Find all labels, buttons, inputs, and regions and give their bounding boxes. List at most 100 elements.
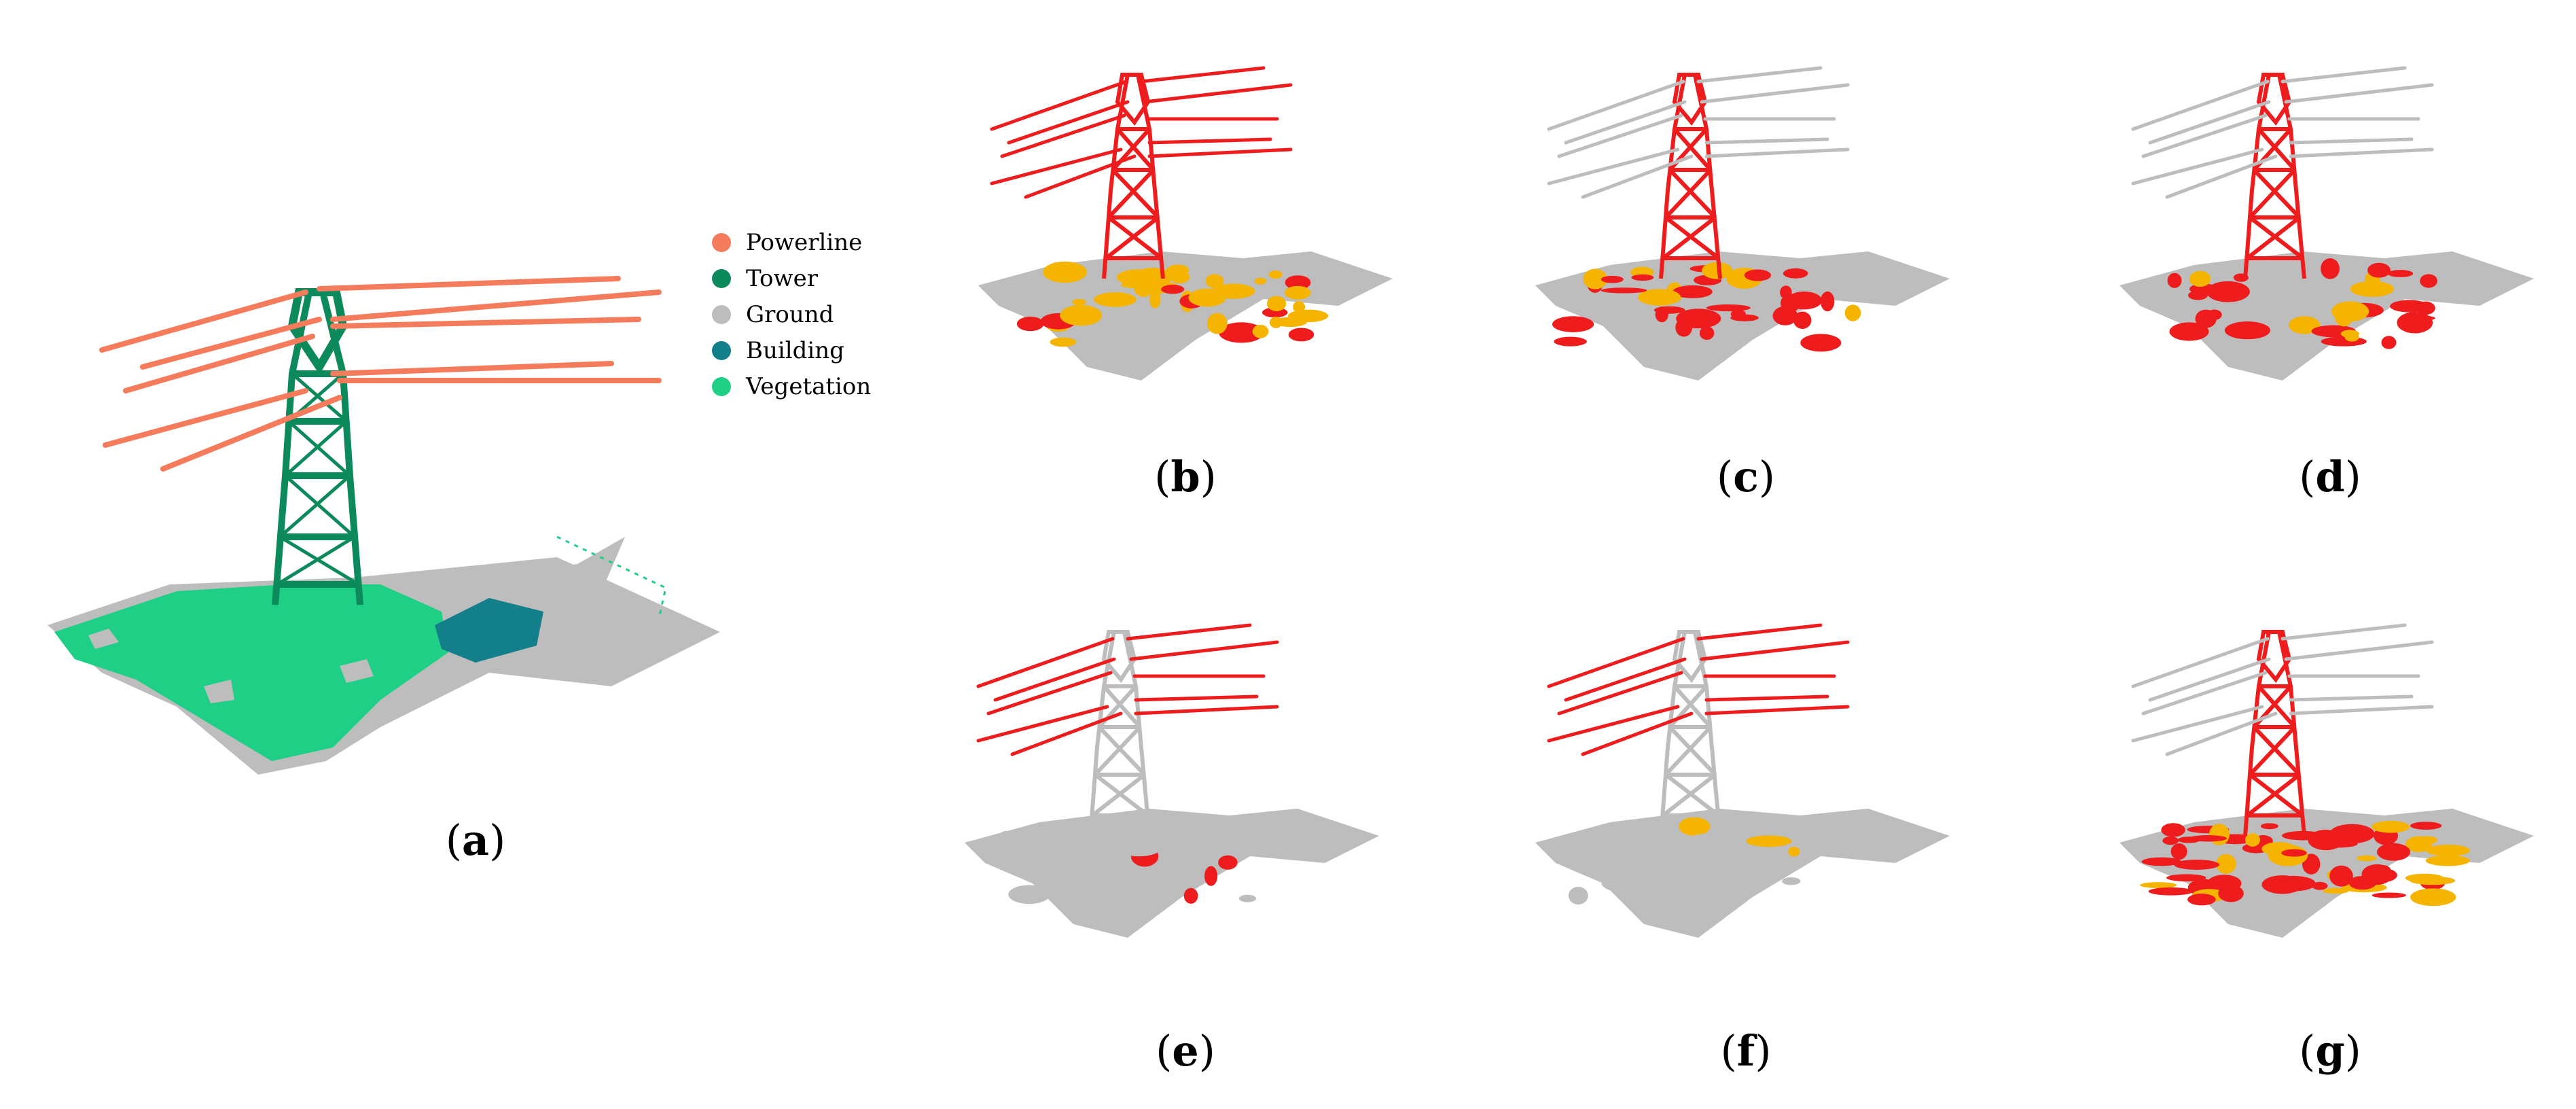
powerline-wire — [2289, 147, 2434, 158]
error-blob — [2148, 887, 2194, 896]
panel-a-pointcloud — [48, 276, 720, 775]
error-blob — [2224, 321, 2271, 340]
error-blob — [2350, 281, 2395, 297]
ground-region — [965, 809, 1379, 938]
error-blob — [2329, 865, 2353, 887]
error-blob — [2174, 860, 2219, 870]
error-blob — [2141, 857, 2182, 866]
caption-d: (d) — [2299, 452, 2361, 501]
error-blob — [1786, 291, 1823, 310]
error-blob — [2170, 843, 2187, 860]
error-blob — [1744, 269, 1772, 281]
powerline-wire — [1547, 80, 1685, 131]
error-blob — [1219, 322, 1264, 343]
powerline-wire — [1704, 137, 1829, 145]
legend-label: Vegetation — [746, 372, 872, 400]
vegetation-swatch-icon — [712, 376, 731, 396]
error-blob — [2410, 888, 2456, 906]
error-blob — [1269, 316, 1283, 328]
legend-item-powerline: Powerline — [712, 224, 871, 260]
powerline-wire — [1147, 137, 1272, 145]
error-blob — [2371, 820, 2410, 833]
vegetation-region — [54, 584, 448, 761]
error-blob — [1266, 296, 1287, 312]
tower-swatch-icon — [712, 268, 731, 288]
powerline-wire — [1696, 623, 1823, 641]
powerline-wire — [993, 657, 1116, 702]
legend-item-vegetation: Vegetation — [712, 368, 871, 404]
caption-g: (g) — [2299, 1026, 2361, 1076]
caption-a: (a) — [445, 815, 506, 865]
powerline-wire — [1143, 83, 1293, 104]
tower-structure — [2243, 73, 2306, 279]
legend-item-building: Building — [712, 332, 871, 368]
error-blob — [2261, 875, 2304, 894]
legend-label: Building — [746, 336, 844, 364]
error-blob — [1746, 835, 1792, 847]
powerline-wire — [1010, 711, 1123, 756]
error-blob — [1679, 817, 1711, 837]
tower-structure — [2243, 630, 2306, 837]
ground-region — [1535, 809, 1950, 938]
error-blob — [1699, 326, 1715, 340]
legend-item-ground: Ground — [712, 296, 871, 332]
powerline-wire — [976, 705, 1109, 743]
error-blob — [2302, 853, 2321, 875]
powerline-wire — [2165, 154, 2278, 199]
powerline-wire — [2284, 83, 2434, 104]
error-blob — [2356, 855, 2377, 862]
legend-item-tower: Tower — [712, 260, 871, 296]
error-blob — [1600, 287, 1647, 294]
error-blob — [1072, 298, 1086, 306]
error-blob — [2375, 865, 2391, 875]
error-blob — [1238, 894, 1257, 902]
error-blob — [2281, 849, 2307, 857]
error-blob — [1288, 309, 1329, 323]
tower-structure — [1659, 73, 1722, 279]
building-swatch-icon — [712, 340, 731, 360]
error-blob — [2318, 840, 2358, 848]
error-blob — [2405, 873, 2444, 883]
powerline-wire — [1129, 640, 1279, 661]
error-blob — [996, 830, 1017, 852]
powerline-wire — [1007, 100, 1130, 145]
error-blob — [2218, 885, 2244, 902]
error-blob — [2425, 855, 2471, 866]
error-blob — [1601, 875, 1639, 892]
powerline-wire — [1557, 113, 1683, 158]
error-blob — [1170, 827, 1191, 845]
legend-label: Tower — [746, 264, 818, 292]
error-blob — [1252, 324, 1269, 338]
error-blob — [1121, 282, 1146, 288]
error-blob — [2367, 262, 2391, 278]
panel-c — [1528, 54, 1950, 408]
error-blob — [2410, 822, 2442, 830]
powerline-wire — [986, 671, 1113, 716]
error-blob — [1583, 268, 1608, 289]
error-blob — [2321, 258, 2340, 279]
powerline-wire — [2131, 705, 2264, 743]
panel-g — [2113, 612, 2534, 965]
error-blob — [1285, 275, 1311, 290]
error-blob — [1783, 268, 1808, 279]
error-blob — [1836, 840, 1879, 847]
error-blob — [1060, 304, 1103, 326]
error-blob — [2331, 301, 2369, 322]
error-blob — [1248, 838, 1272, 847]
error-blob — [2323, 887, 2349, 894]
error-blob — [1568, 886, 1588, 905]
error-blob — [2260, 823, 2278, 830]
error-blob — [1205, 274, 1224, 288]
powerline-wire — [1134, 705, 1279, 716]
error-blob — [1554, 336, 1587, 347]
error-blob — [1552, 316, 1594, 332]
error-blob — [1117, 839, 1162, 857]
caption-f: (f) — [1720, 1026, 1772, 1076]
error-blob — [1130, 868, 1151, 891]
error-blob — [1204, 866, 1218, 886]
error-blob — [2161, 823, 2185, 837]
powerline-wire — [2284, 640, 2434, 661]
error-blob — [2397, 312, 2433, 334]
error-blob — [1117, 269, 1160, 286]
error-blob — [1793, 311, 1812, 329]
